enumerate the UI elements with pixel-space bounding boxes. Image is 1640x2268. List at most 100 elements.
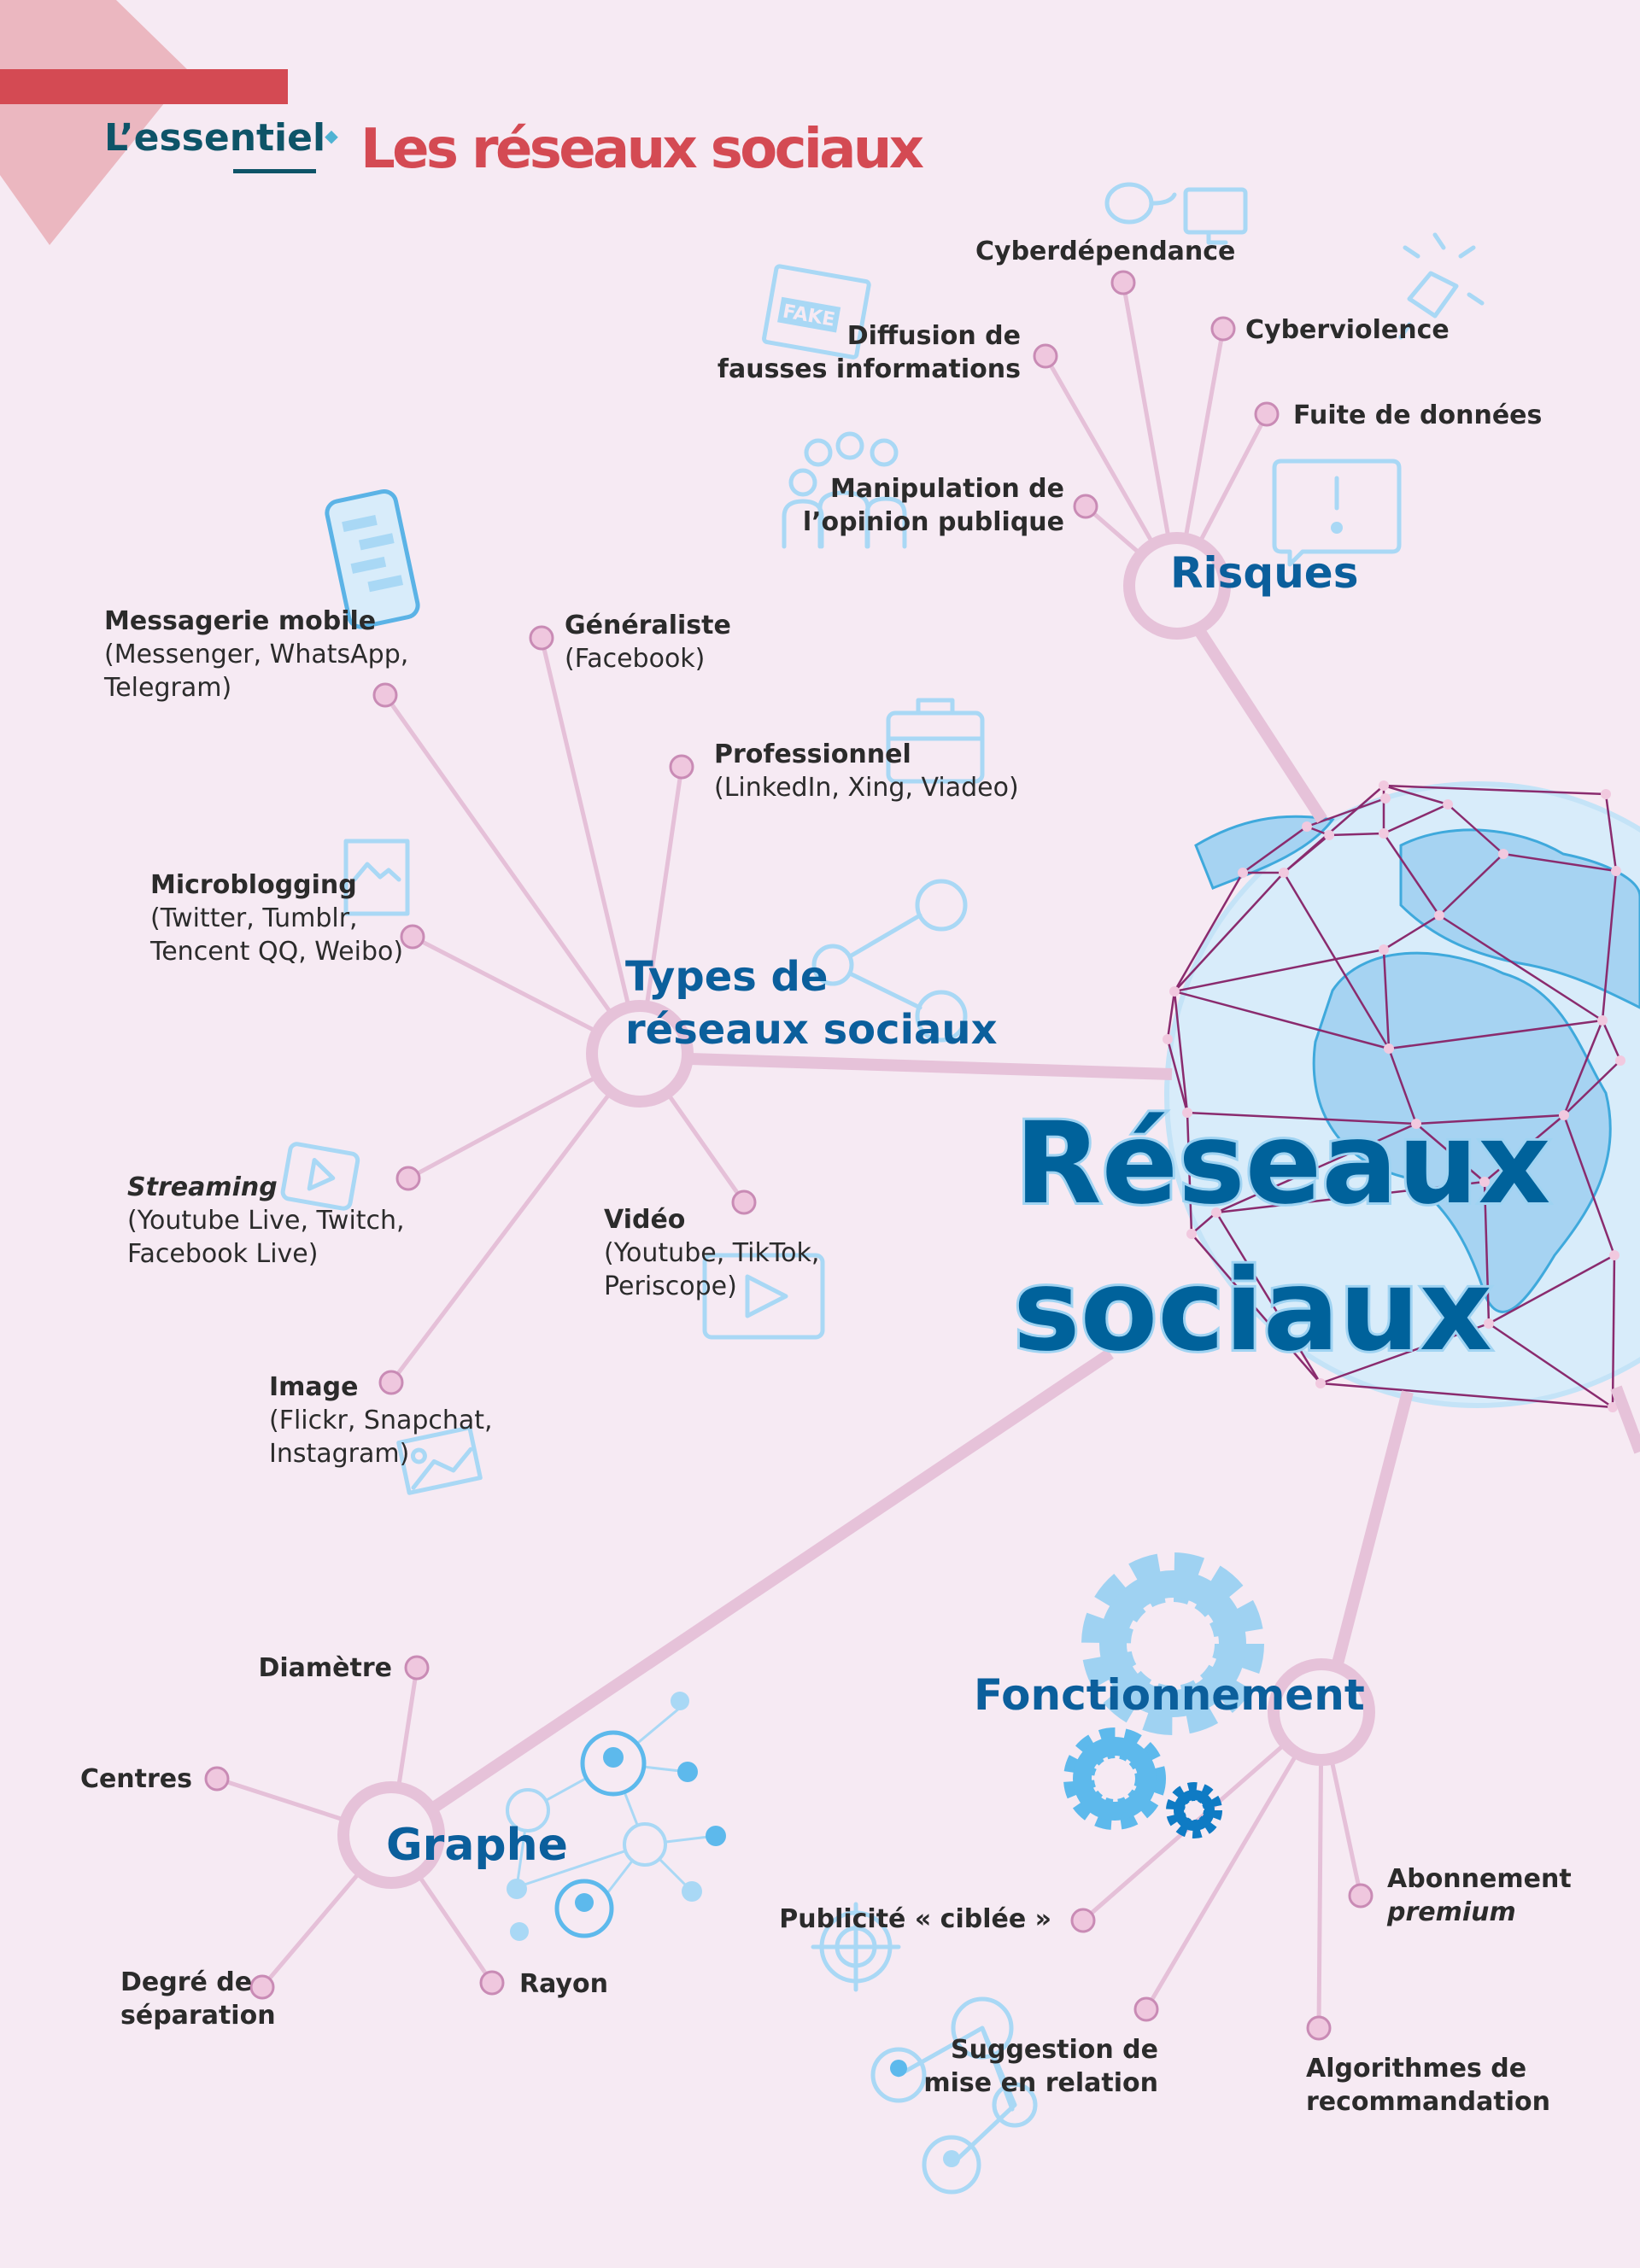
network-link (1191, 1233, 1321, 1384)
network-link (1242, 825, 1308, 874)
streaming-title: Streaming (127, 1172, 278, 1202)
network-link (1562, 1114, 1616, 1256)
graphe-rayon: Rayon (519, 1969, 608, 1999)
center-title-line2: sociaux (1013, 1245, 1492, 1377)
network-node (1484, 1318, 1494, 1329)
hub-types-title-line1: Types de (625, 953, 828, 1001)
connector-fonctionnement (1332, 1390, 1414, 1665)
publicite-ciblee: Publicité « ciblée » (779, 1904, 1051, 1934)
risque-manipulation-1: Manipulation de (830, 474, 1064, 504)
photo-icon (396, 1425, 483, 1495)
hub-types (586, 1000, 694, 1108)
network-link (1502, 852, 1617, 873)
handshake-conflict-icon (1398, 232, 1485, 340)
leaf-dots (204, 270, 1374, 2041)
network-node (1163, 1034, 1173, 1044)
network-link (1611, 1254, 1616, 1408)
network-link (1173, 872, 1245, 992)
hub-risques (1123, 532, 1231, 640)
network-node (1615, 1055, 1625, 1066)
network-node (1238, 868, 1248, 878)
network-node (1559, 1110, 1569, 1120)
video-play-icon (702, 1253, 825, 1340)
network-node (1186, 1229, 1197, 1239)
network-node (1211, 1207, 1221, 1218)
network-link (1174, 872, 1285, 992)
graphe-centres: Centres (80, 1764, 192, 1794)
network-link (1186, 1111, 1417, 1125)
image-window-icon (343, 839, 410, 916)
share-icon (811, 879, 968, 1043)
network-link (1328, 832, 1385, 837)
header-diamond-decoration (0, 0, 190, 245)
image-detail-2: Instagram) (269, 1439, 409, 1469)
microblogging-detail-2: Tencent QQ, Weibo) (149, 937, 403, 967)
network-node (1324, 830, 1334, 840)
network-link (1383, 784, 1607, 796)
hub-risques-title: Risques (1170, 548, 1358, 598)
messagerie-detail-2: Telegram) (103, 673, 231, 703)
network-link (1604, 793, 1618, 872)
image-title: Image (269, 1372, 359, 1402)
hub-graphe-title: Graphe (386, 1820, 568, 1871)
network-link (1562, 1020, 1604, 1116)
video-detail-1: (Youtube, TikTok, (604, 1238, 819, 1268)
microblogging-detail-1: (Twitter, Tumblr, (150, 903, 358, 933)
suggestion-2: mise en relation (923, 2068, 1158, 2098)
network-link (1383, 803, 1449, 835)
network-link (1191, 1212, 1217, 1235)
network-node (1380, 793, 1391, 804)
network-link (1438, 914, 1603, 1022)
professionnel-title: Professionnel (714, 739, 911, 769)
hub-fonctionnement (1268, 1658, 1375, 1766)
network-node (1315, 1378, 1326, 1388)
page-title: Les réseaux sociaux (360, 118, 924, 181)
play-icon (280, 1142, 360, 1211)
brain-computer-icon (1104, 182, 1248, 245)
network-link (1415, 1114, 1565, 1125)
connector-risques (1195, 628, 1327, 823)
hub-fonctionnement-title: Fonctionnement (974, 1670, 1365, 1720)
section-underline (233, 169, 316, 173)
network-link (1488, 1254, 1615, 1325)
network-link (1563, 1060, 1621, 1116)
network-node (1609, 1250, 1620, 1260)
graph-network-icon (506, 1692, 726, 1941)
network-link (1447, 804, 1504, 855)
network-link (1306, 797, 1386, 828)
abonnement-1: Abonnement (1387, 1864, 1572, 1894)
network-node (1597, 1015, 1608, 1026)
network-link (1483, 1181, 1491, 1324)
risque-cyberdependance: Cyberdépendance (975, 237, 1235, 266)
microblogging-title: Microblogging (150, 870, 357, 900)
connector-offpage (1610, 1385, 1640, 1454)
section-label: L’essentiel (104, 116, 325, 160)
network-node (1182, 1108, 1192, 1118)
phone-icon (325, 489, 420, 629)
network-node (1479, 1177, 1490, 1187)
professionnel-detail: (LinkedIn, Xing, Viadeo) (714, 773, 1019, 803)
network-node (1384, 1043, 1394, 1054)
graphe-degre-1: Degré de (120, 1967, 252, 1997)
graphe-degre-2: séparation (120, 2001, 276, 2031)
network-node (1611, 866, 1621, 876)
briefcase-icon (886, 698, 985, 784)
network-link (1383, 784, 1449, 806)
network-link (1166, 1038, 1189, 1114)
network-link (1484, 1114, 1565, 1183)
generaliste-title: Généraliste (565, 611, 731, 640)
contacts-network-icon (870, 1996, 1038, 2195)
network-node (1434, 910, 1444, 921)
hub-graphe (337, 1781, 445, 1889)
network-link (1173, 991, 1189, 1114)
network-link (1283, 834, 1330, 874)
network-link (1438, 853, 1504, 916)
globe-illustration (1163, 780, 1640, 1412)
network-link (1601, 1020, 1622, 1061)
network-link (1174, 990, 1390, 1050)
network-node (1279, 868, 1289, 878)
generaliste-detail: (Facebook) (565, 644, 705, 674)
network-link (1601, 870, 1618, 1021)
target-icon (811, 1902, 901, 1992)
